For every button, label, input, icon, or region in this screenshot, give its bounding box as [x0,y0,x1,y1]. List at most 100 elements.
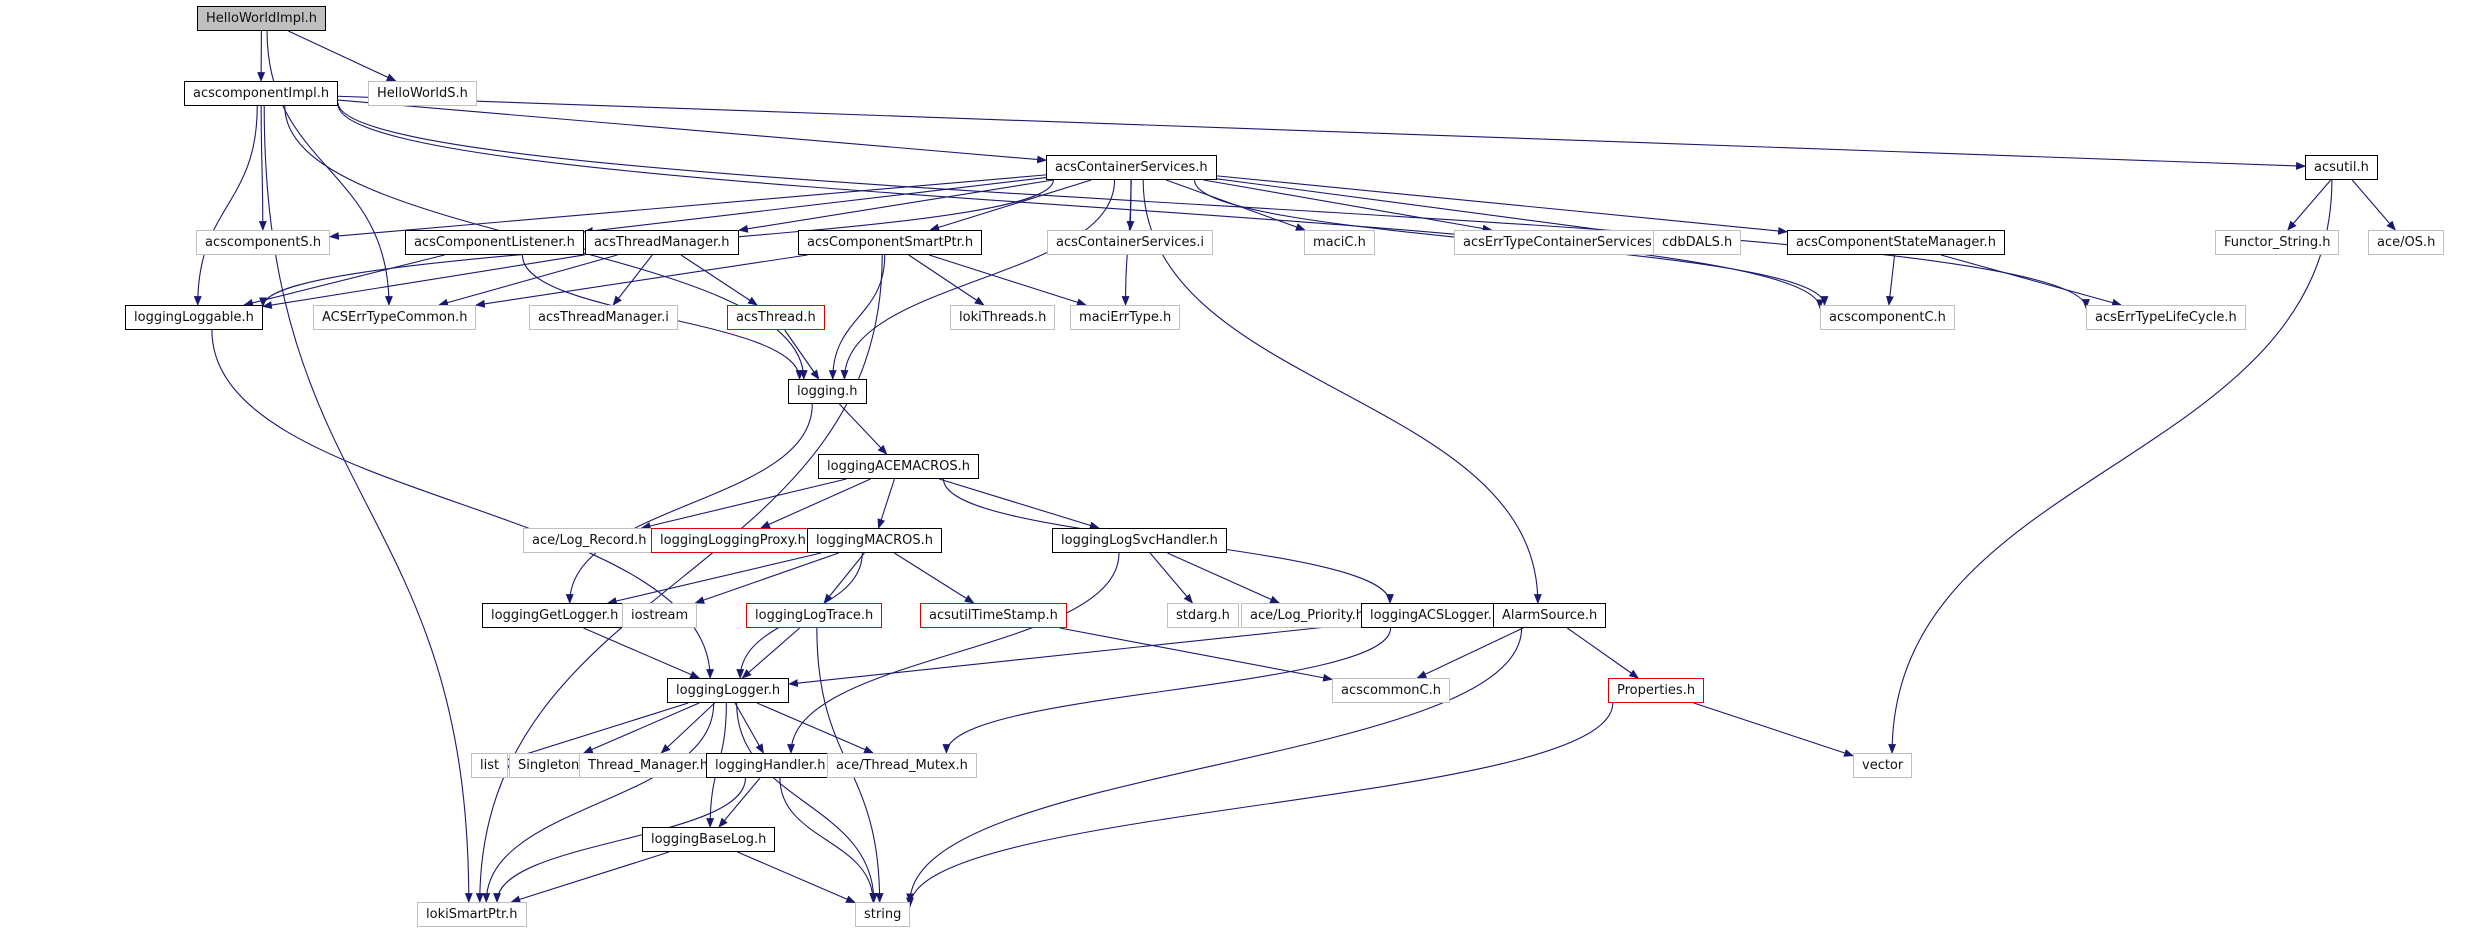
edge-loggingGetLogger-to-loggingLogger [583,627,700,679]
node-alarmsource-h[interactable]: AlarmSource.h [1493,603,1607,628]
edge-acsContainerServices-to-acsErrTypeContainerServices [1203,179,1493,233]
node-stdarg-h[interactable]: stdarg.h [1167,603,1239,628]
node-loggingbaselog-h[interactable]: loggingBaseLog.h [642,827,776,852]
node-vector[interactable]: vector [1853,753,1913,778]
edge-HelloWorldImpl-to-HelloWorldS [288,30,397,82]
edge-loggingACEMACROS-to-loggingLoggingProxy [760,478,871,529]
node-logging-h[interactable]: logging.h [788,379,867,404]
edge-HelloWorldImpl-to-ACSErrTypeCommon [266,30,393,306]
node-logginghandler-h[interactable]: loggingHandler.h [706,753,835,778]
edge-acscomponentImpl-to-loggingLoggable [193,105,258,306]
edge-loggingLogSvcHandler-to-loggingHandler [787,552,1120,754]
edge-Properties-to-vector [1693,702,1854,757]
node-macic-h[interactable]: maciC.h [1304,230,1375,255]
node-loggingacslogger-h[interactable]: loggingACSLogger.h [1361,603,1510,628]
node-logginggetlogger-h[interactable]: loggingGetLogger.h [482,603,628,628]
edge-acsContainerServices-to-AlarmSource [1142,179,1542,604]
edge-loggingMACROS-to-acsutilTimeStamp [894,552,975,604]
node-acscommonc-h[interactable]: acscommonC.h [1332,678,1450,703]
node-acscontainerservices-i[interactable]: acsContainerServices.i [1047,230,1213,255]
edge-acsContainerServices-to-acscomponentS [329,174,1047,240]
edge-acsThreadManager-to-loggingLoggable [262,254,586,309]
node-properties-h[interactable]: Properties.h [1608,678,1705,703]
edge-acsutil-to-vector [1888,179,2333,754]
edge-loggingLogger-to-loggingHandler [734,702,764,754]
node-loggingloggable-h[interactable]: loggingLoggable.h [125,305,263,330]
node-acserrtypecontainerservices-h[interactable]: acsErrTypeContainerServices.h [1454,230,1674,255]
node-logginglogsvchandler-h[interactable]: loggingLogSvcHandler.h [1052,528,1227,553]
edge-acsThreadManager-to-acsThread [680,254,758,306]
edge-loggingLogger-to-aceThreadMutex [756,702,874,754]
node-iostream[interactable]: iostream [622,603,698,628]
node-lokithreads-h[interactable]: lokiThreads.h [950,305,1056,330]
node-acsthread-h[interactable]: acsThread.h [727,305,825,330]
edge-loggingACEMACROS-to-aceLogRecord [640,478,847,530]
edge-acsComponentListener-to-loggingLoggable [243,254,445,307]
node-macierrtype-h[interactable]: maciErrType.h [1070,305,1181,330]
node-acsutil-h[interactable]: acsutil.h [2305,155,2378,180]
edge-AlarmSource-to-Properties [1566,627,1640,679]
edge-acsThreadManager-to-ACSErrTypeCommon [438,254,618,307]
node-ace-log-priority-h[interactable]: ace/Log_Priority.h [1241,603,1373,628]
node-loggingacemacros-h[interactable]: loggingACEMACROS.h [818,454,979,479]
edge-loggingLogSvcHandler-to-stdarg [1149,552,1194,604]
edge-loggingLogger-to-Thread_Manager [660,702,716,754]
edge-loggingACSLogger-to-aceThreadMutex [942,627,1392,754]
edge-loggingLogger-to-list [507,702,689,761]
node-ace-os-h[interactable]: ace/OS.h [2368,230,2445,255]
node-acscomponentlistener-h[interactable]: acsComponentListener.h [405,230,584,255]
node-loggingloggingproxy-h[interactable]: loggingLoggingProxy.h [651,528,815,553]
edge-acsutil-to-Functor_String [2287,179,2332,231]
edge-acscomponentImpl-to-lokiSmartPtr [263,105,473,903]
edge-acsContainerServices-to-acsComponentSmartPtr [929,179,1092,232]
edge-acsContainerServices-to-acsComponentStateManager [1216,175,1788,235]
edge-acsComponentStateManager-to-acscomponentC [1885,254,1896,306]
edge-Properties-to-string [906,702,1614,908]
node-lokismartptr-h[interactable]: lokiSmartPtr.h [417,902,527,927]
edge-AlarmSource-to-acscommonC [1416,627,1524,679]
edge-loggingMACROS-to-loggingGetLogger [606,552,822,605]
node-acscomponentc-h[interactable]: acscomponentC.h [1820,305,1955,330]
node-ace-thread-mutex-h[interactable]: ace/Thread_Mutex.h [827,753,977,778]
node-acscontainerservices-h[interactable]: acsContainerServices.h [1046,155,1217,180]
edge-logging-to-loggingACEMACROS [838,403,888,455]
edge-loggingMACROS-to-loggingLogTrace [823,552,865,604]
node-acscomponentimpl-h[interactable]: acscomponentImpl.h [184,81,339,106]
edge-AlarmSource-to-string [906,627,1523,904]
node-logginglogger-h[interactable]: loggingLogger.h [667,678,790,703]
node-acserrtypelifecycle-h[interactable]: acsErrTypeLifeCycle.h [2086,305,2246,330]
node-logginglogtrace-h[interactable]: loggingLogTrace.h [746,603,883,628]
edge-loggingLogger-to-lokiSmartPtr [482,702,715,903]
edge-acsContainerServices-to-cdbDALS [1216,178,1654,240]
node-acscomponentsmartptr-h[interactable]: acsComponentSmartPtr.h [798,230,983,255]
node-list[interactable]: list [471,753,509,778]
node-acsthreadmanager-h[interactable]: acsThreadManager.h [585,230,739,255]
edge-acsComponentSmartPtr-to-ACSErrTypeCommon [475,254,808,308]
edge-acsutilTimeStamp-to-acscommonC [1059,627,1333,682]
node-thread-manager-h[interactable]: Thread_Manager.h [579,753,718,778]
edge-acsutil-to-aceOS [2351,179,2396,231]
edge-acsComponentSmartPtr-to-maciErrType [928,254,1087,307]
edge-loggingBaseLog-to-lokiSmartPtr [510,851,670,904]
node-functor-string-h[interactable]: Functor_String.h [2215,230,2340,255]
node-acsutiltimestamp-h[interactable]: acsutilTimeStamp.h [920,603,1067,628]
node-acsthreadmanager-i[interactable]: acsThreadManager.i [529,305,678,330]
node-helloworlds-h[interactable]: HelloWorldS.h [368,81,477,106]
node-acscomponents-h[interactable]: acscomponentS.h [196,230,331,255]
node-helloworldimpl-h[interactable]: HelloWorldImpl.h [197,6,326,31]
edge-loggingACSLogger-to-loggingLogger [788,622,1362,688]
edge-acsThread-to-logging [784,329,820,380]
node-loggingmacros-h[interactable]: loggingMACROS.h [807,528,943,553]
edge-loggingACEMACROS-to-loggingMACROS [877,478,895,529]
edge-loggingMACROS-to-iostream [694,552,839,604]
edge-acsContainerServices-to-acsComponentListener [583,177,1047,235]
node-acscomponentstatemanager-h[interactable]: acsComponentStateManager.h [1787,230,2005,255]
node-ace-log-record-h[interactable]: ace/Log_Record.h [523,528,656,553]
edge-acsComponentSmartPtr-to-lokiSmartPtr [475,254,883,903]
edge-acsThreadManager-to-acsThreadManagerI [612,254,653,306]
node-cdbdals-h[interactable]: cdbDALS.h [1653,230,1742,255]
node-acserrtypecommon-h[interactable]: ACSErrTypeCommon.h [313,305,477,330]
edge-acscomponentImpl-to-acsutil [337,95,2306,170]
node-string[interactable]: string [855,902,911,927]
